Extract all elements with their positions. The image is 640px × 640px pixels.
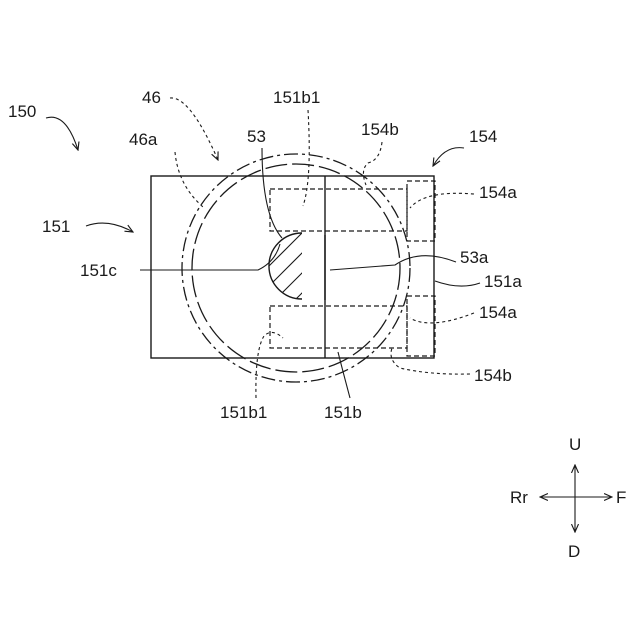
label-46: 46 [142,88,161,107]
label-151a: 151a [484,272,522,291]
label-154b-top: 154b [361,120,399,139]
tab-154a-bottom [407,296,435,356]
label-151: 151 [42,217,70,236]
label-151b1-top: 151b1 [273,88,320,107]
shaft-53 [245,225,345,323]
direction-indicator: U D Rr F [510,435,626,561]
label-151b: 151b [324,403,362,422]
label-154a-bottom: 154a [479,303,517,322]
slot-154b-top [270,189,407,231]
slot-154b-bottom [270,306,407,348]
label-53: 53 [247,127,266,146]
direction-up-label: U [569,435,581,454]
label-53a: 53a [460,248,489,267]
circle-46a [192,164,400,372]
reference-labels: 150 46 46a 53 151b1 154b 154 154a 151 53… [8,88,522,422]
label-46a: 46a [129,130,158,149]
direction-front-label: F [616,488,626,507]
label-154: 154 [469,127,497,146]
tab-154a-top [407,181,435,241]
direction-down-label: D [568,542,580,561]
label-150: 150 [8,102,36,121]
label-154a-top: 154a [479,183,517,202]
label-151b1-bottom: 151b1 [220,403,267,422]
direction-rear-label: Rr [510,488,528,507]
label-151c: 151c [80,261,117,280]
label-154b-bottom: 154b [474,366,512,385]
body-151 [151,176,434,358]
